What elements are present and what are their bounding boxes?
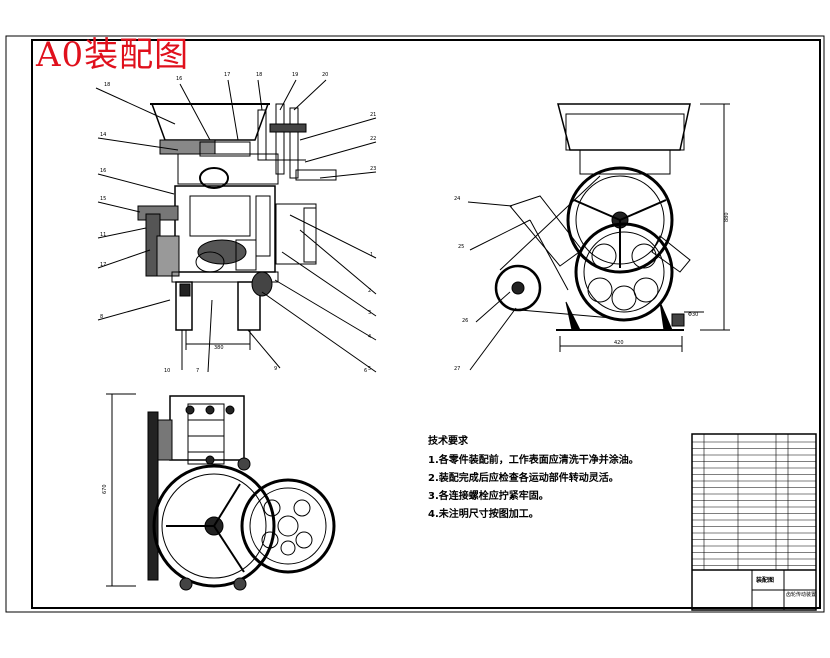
side-height-dimension-label: 880 — [724, 212, 730, 222]
front-top-callout: 18 — [256, 72, 262, 78]
front-dimension-label: 380 — [214, 345, 224, 351]
title-block — [691, 433, 817, 611]
title-block-machine-name: 齿轮传动装置 — [786, 591, 816, 598]
front-top-callout: 19 — [292, 72, 298, 78]
side-left-callout: 25 — [458, 244, 464, 250]
front-top-callout: 17 — [224, 72, 230, 78]
front-left-callout: 16 — [100, 168, 106, 174]
front-view — [95, 79, 377, 373]
front-right-callout: 6 — [364, 368, 367, 374]
top-view — [106, 393, 336, 591]
side-base-dimension-label: Φ30 — [688, 312, 698, 318]
front-top-callout: 16 — [176, 76, 182, 82]
front-right-callout: 22 — [370, 136, 376, 142]
front-right-callout: 23 — [370, 166, 376, 172]
side-view-callouts: 24 25 26 27 — [454, 196, 468, 372]
front-left-callout: 8 — [100, 314, 103, 320]
front-left-callout: 11 — [100, 232, 106, 238]
front-right-callout: 2 — [368, 288, 371, 294]
front-bottom-callout: 9 — [274, 366, 277, 372]
front-right-callout: 5 — [368, 366, 371, 372]
front-right-callout: 1 — [370, 252, 373, 258]
outer-border — [5, 35, 825, 613]
note-item: 1.各零件装配前，工作表面应清洗干净并涂油。 — [428, 455, 639, 466]
side-view — [467, 103, 730, 371]
front-left-callout: 17 — [100, 262, 106, 268]
title-block-drawing-name: 装配图 — [755, 576, 774, 584]
front-bottom-callout: 7 — [196, 368, 199, 374]
technical-notes: 技术要求 1.各零件装配前，工作表面应清洗干净并涂油。 2.装配完成后应检查各运… — [428, 432, 639, 523]
front-bottom-callout: 10 — [164, 368, 170, 374]
side-width-dimension-label: 420 — [614, 340, 624, 346]
front-right-callout: 4 — [368, 334, 371, 340]
front-right-callout: 21 — [370, 112, 376, 118]
side-left-callout: 24 — [454, 196, 460, 202]
side-left-callout: 26 — [462, 318, 468, 324]
front-left-callout: 18 — [104, 82, 110, 88]
note-item: 4.未注明尺寸按图加工。 — [428, 509, 539, 520]
note-item: 2.装配完成后应检查各运动部件转动灵活。 — [428, 473, 619, 484]
top-height-dimension-label: 670 — [102, 484, 108, 494]
front-left-callout: 15 — [100, 196, 106, 202]
inner-border — [31, 39, 821, 609]
front-right-callout: 3 — [368, 310, 371, 316]
notes-heading: 技术要求 — [428, 436, 468, 447]
front-top-callout: 20 — [322, 72, 328, 78]
note-item: 3.各连接螺栓应拧紧牢固。 — [428, 491, 549, 502]
side-left-callout: 27 — [454, 366, 460, 372]
sheet-title-stamp: A0装配图 — [36, 35, 190, 75]
front-left-callout: 14 — [100, 132, 106, 138]
